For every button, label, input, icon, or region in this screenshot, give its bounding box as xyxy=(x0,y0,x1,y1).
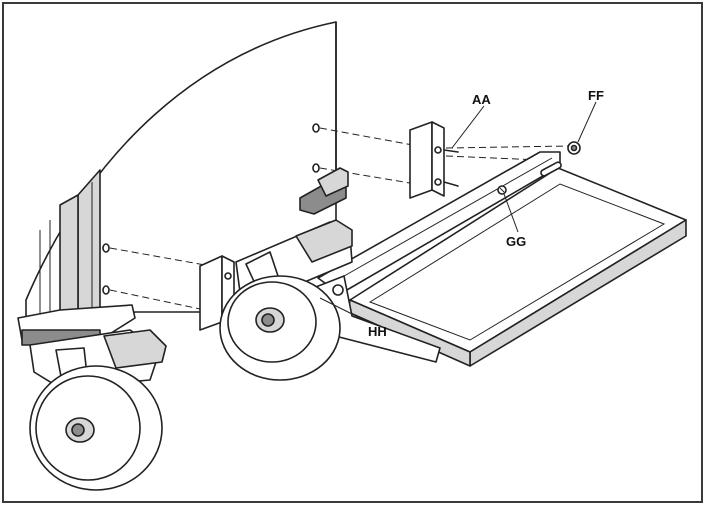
front-caster xyxy=(29,329,167,491)
callout-aa: AA xyxy=(472,92,491,107)
cabinet-holes xyxy=(102,123,320,295)
callout-ff: FF xyxy=(588,88,604,103)
callout-gg: GG xyxy=(506,234,526,249)
nut-ff xyxy=(567,141,581,155)
tray xyxy=(307,151,687,367)
upper-bracket xyxy=(409,121,459,199)
leader-lines xyxy=(319,101,597,323)
callout-hh: HH xyxy=(368,324,387,339)
latch-block xyxy=(299,167,349,215)
rear-caster xyxy=(219,219,353,381)
